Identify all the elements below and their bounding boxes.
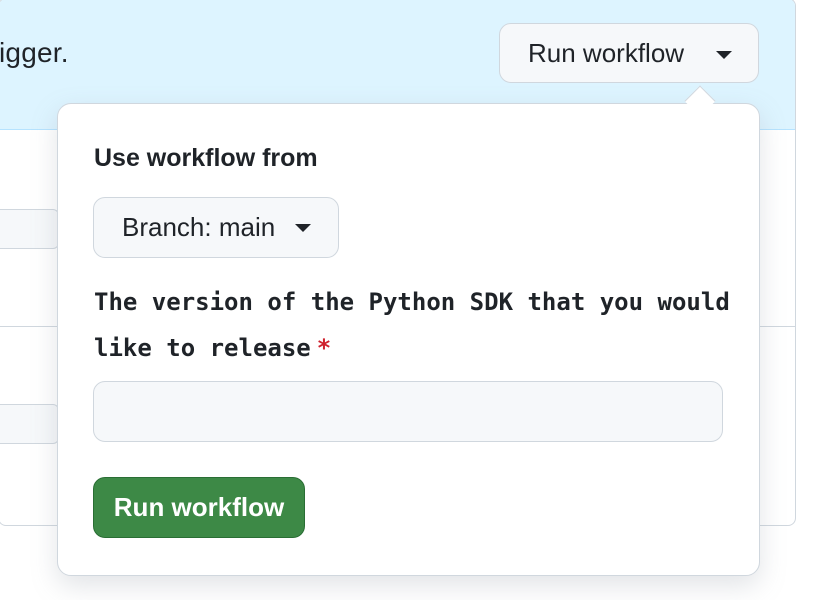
use-workflow-from-label: Use workflow from (94, 144, 318, 172)
run-workflow-dropdown-button[interactable]: Run workflow (499, 23, 759, 83)
branch-select-label: Branch: main (122, 212, 276, 242)
run-workflow-button-label: Run workflow (528, 37, 685, 68)
sdk-version-label: The version of the Python SDK that you w… (94, 279, 734, 371)
sdk-version-input[interactable] (93, 381, 723, 442)
branch-select-button[interactable]: Branch: main (93, 197, 339, 258)
required-asterisk: * (316, 334, 332, 362)
background-row-stub (0, 209, 59, 249)
run-workflow-popover: Use workflow from Branch: main The versi… (57, 85, 760, 576)
run-workflow-submit-label: Run workflow (113, 492, 285, 522)
caret-down-icon (295, 224, 311, 232)
caret-down-icon (716, 51, 732, 59)
banner-text: igger. (0, 37, 69, 68)
sdk-version-label-text: The version of the Python SDK that you w… (94, 288, 730, 362)
background-row-stub (0, 404, 59, 444)
run-workflow-submit-button[interactable]: Run workflow (93, 477, 305, 538)
